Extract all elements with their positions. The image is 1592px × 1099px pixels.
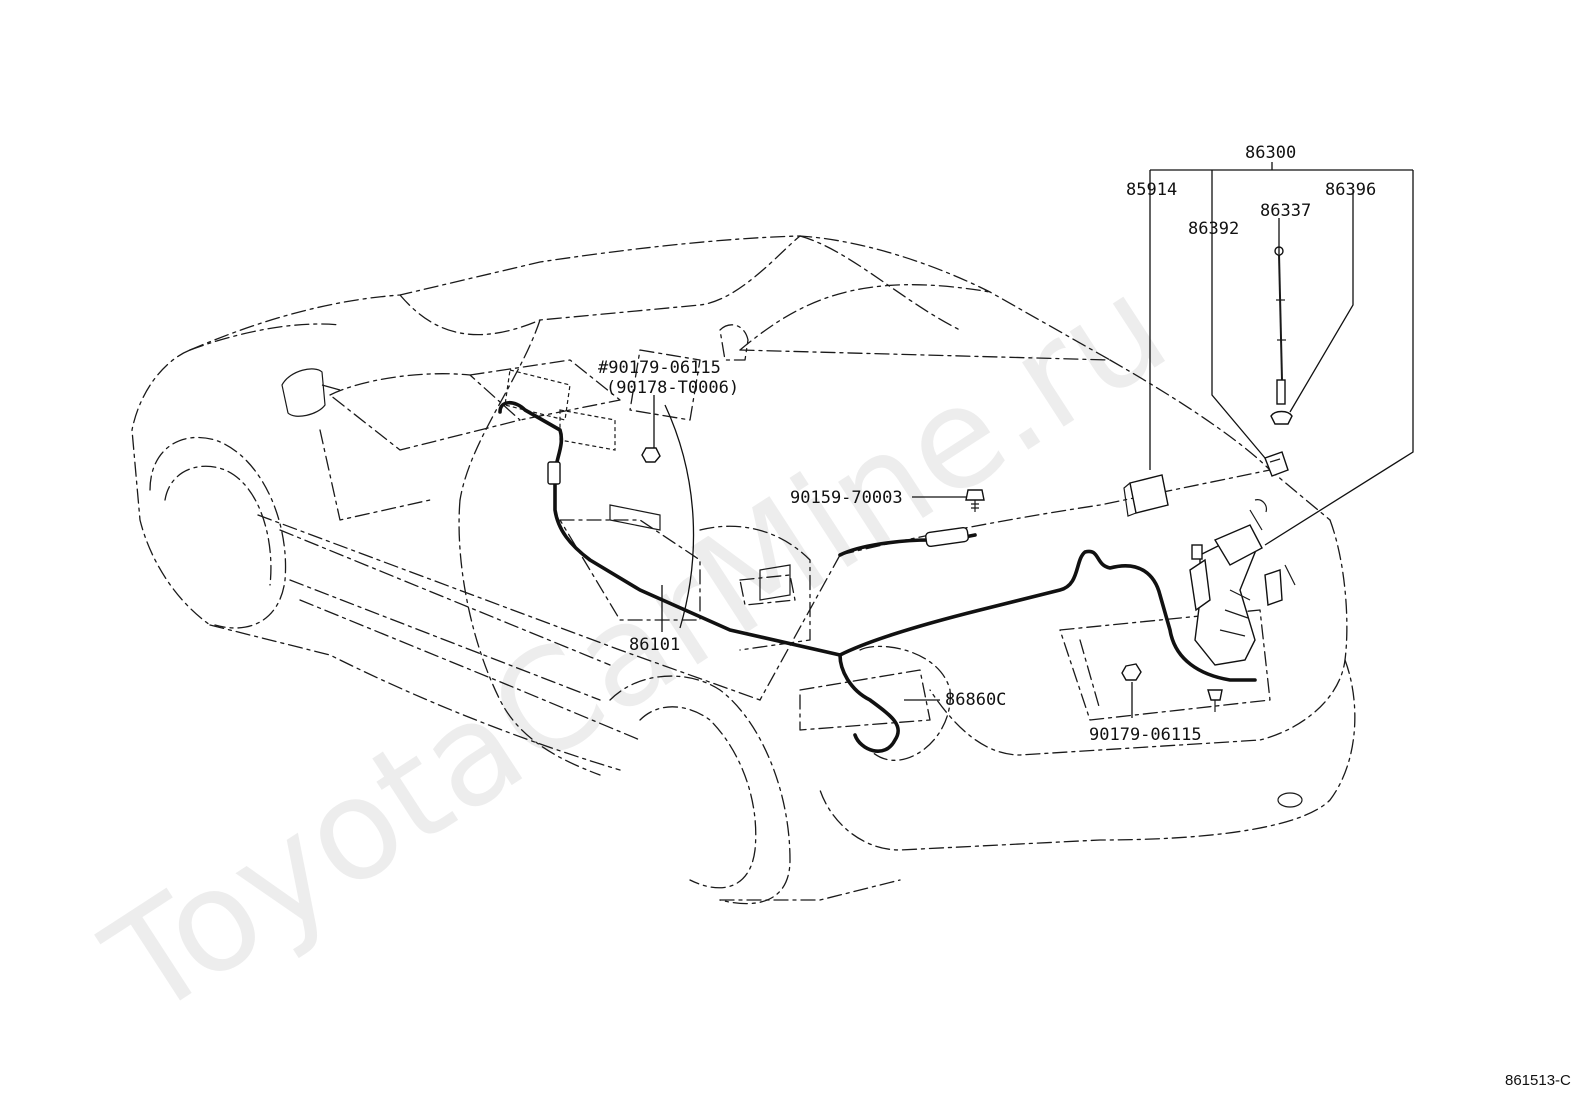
antenna-collar-86392	[1264, 451, 1289, 477]
antenna-rod-86337	[1270, 246, 1293, 425]
harness-clamp	[547, 461, 561, 485]
callout-90178-t0006: (90178-T0006)	[606, 378, 739, 398]
callout-90179-06115: 90179-06115	[1089, 725, 1202, 745]
callout-85914: 85914	[1126, 180, 1177, 200]
callout-86392: 86392	[1188, 219, 1239, 239]
callout-86300: 86300	[1245, 143, 1296, 163]
callout-leaders	[653, 162, 1414, 718]
callout-86860c: 86860C	[945, 690, 1006, 710]
car-body-outline	[131, 235, 1356, 905]
nut-front	[641, 447, 661, 463]
nut-rear	[1121, 663, 1142, 681]
bolt-rear	[1207, 689, 1223, 701]
callout-86396: 86396	[1325, 180, 1376, 200]
callout-90159-70003: 90159-70003	[790, 488, 903, 508]
callout-86101: 86101	[629, 635, 680, 655]
antenna-motor-assembly	[1189, 499, 1296, 666]
callout-86337: 86337	[1260, 201, 1311, 221]
callout-90179-06115-hash: #90179-06115	[598, 358, 721, 378]
figure-code: 861513-C	[1505, 1072, 1571, 1089]
console-detail	[504, 369, 791, 601]
screw-90159-70003	[965, 489, 985, 501]
mounting-hardware	[547, 447, 1223, 712]
cord-connector	[925, 526, 969, 548]
side-mirror	[281, 368, 341, 417]
callout-labels: 86300 85914 86396 86337 86392 #90179-061…	[598, 143, 1376, 745]
antenna-amplifier-85914	[1129, 474, 1169, 514]
